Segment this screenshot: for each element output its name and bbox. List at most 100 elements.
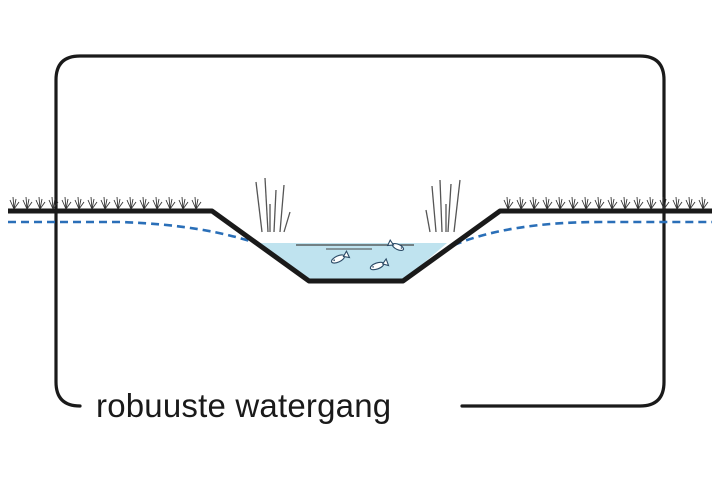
- grass-blade: [685, 199, 691, 210]
- grass-blade: [702, 201, 709, 210]
- water-body: [260, 243, 447, 281]
- grass-blade: [503, 199, 509, 210]
- grass-blade: [701, 196, 704, 210]
- diagram-caption: robuuste watergang: [96, 387, 391, 424]
- grass-blade: [636, 196, 639, 210]
- grass-blade: [581, 199, 587, 210]
- grass-blade: [611, 201, 618, 210]
- grass-blade: [9, 199, 15, 210]
- grass-blade: [35, 199, 41, 210]
- grass-blade: [117, 201, 124, 210]
- grass-blade: [546, 201, 553, 210]
- grass-blade: [598, 198, 602, 210]
- grass-blade: [182, 198, 186, 210]
- grass-blade: [607, 199, 613, 210]
- grass-blade: [48, 199, 54, 210]
- fish-icon: [369, 257, 390, 271]
- grass-blade: [142, 196, 145, 210]
- grass-blade: [91, 201, 98, 210]
- grass-blade: [520, 201, 527, 210]
- grass-blade: [519, 196, 522, 210]
- grass-blade: [663, 201, 670, 210]
- grass-blade: [126, 199, 132, 210]
- grass-blade: [572, 198, 576, 210]
- fish-icon: [386, 238, 405, 252]
- grass-blade: [637, 198, 641, 210]
- grass-blade: [559, 198, 563, 210]
- grass-blade: [78, 201, 85, 210]
- grass-blade: [181, 196, 184, 210]
- grass-blade: [169, 198, 173, 210]
- grass-blade: [52, 198, 56, 210]
- grass-blade: [51, 196, 54, 210]
- grass-blade: [143, 198, 147, 210]
- grass-blade: [26, 198, 30, 210]
- reed-stalk-icon: [425, 179, 461, 233]
- grass-blade: [113, 199, 119, 210]
- grass-blade: [594, 199, 600, 210]
- grass-blade: [78, 198, 82, 210]
- grass-blade: [52, 201, 59, 210]
- grass-blade: [659, 199, 665, 210]
- grass-blade: [77, 196, 80, 210]
- grass-blade: [39, 201, 46, 210]
- grass-blade: [155, 196, 158, 210]
- grass-blade: [26, 201, 33, 210]
- grass-blade: [662, 196, 665, 210]
- grass-blade: [676, 201, 683, 210]
- grass-blade: [672, 199, 678, 210]
- grass-blade: [39, 198, 43, 210]
- grass-blade: [143, 201, 150, 210]
- grass-blade: [61, 199, 67, 210]
- grass-blade: [689, 198, 693, 210]
- grass-blade: [650, 198, 654, 210]
- grass-blade: [152, 199, 158, 210]
- grass-blade: [178, 199, 184, 210]
- grass-blade: [585, 201, 592, 210]
- grass-blade: [545, 196, 548, 210]
- grass-blade: [633, 199, 639, 210]
- grass-blade: [532, 196, 535, 210]
- grass-blade: [637, 201, 644, 210]
- grass-blade: [559, 201, 566, 210]
- grass-blade: [38, 196, 41, 210]
- grass-blade: [568, 199, 574, 210]
- grass-blade: [702, 198, 706, 210]
- grass-blade: [103, 196, 106, 210]
- grass-blade: [584, 196, 587, 210]
- grass-blade: [100, 199, 106, 210]
- grass-blade: [558, 196, 561, 210]
- grass-blade: [533, 201, 540, 210]
- grass-blade: [130, 201, 137, 210]
- grass-blade: [130, 198, 134, 210]
- grass-blade: [156, 201, 163, 210]
- grass-blade: [620, 199, 626, 210]
- grass-blade: [676, 198, 680, 210]
- grass-blade: [542, 199, 548, 210]
- grass-blade: [65, 201, 72, 210]
- grass-blade: [182, 201, 189, 210]
- grass-blade: [25, 196, 28, 210]
- grass-blade: [90, 196, 93, 210]
- grass-blade: [520, 198, 524, 210]
- groundwater-table-line: [453, 220, 712, 247]
- grass-blade: [529, 199, 535, 210]
- grass-blade: [585, 198, 589, 210]
- grass-blade: [195, 198, 199, 210]
- grass-blade: [624, 201, 631, 210]
- grass-blade: [116, 196, 119, 210]
- grass-blade: [624, 198, 628, 210]
- grass-blade: [507, 201, 514, 210]
- grass-blade: [65, 198, 69, 210]
- grass-blade: [572, 201, 579, 210]
- grass-blade: [546, 198, 550, 210]
- grass-blade: [104, 198, 108, 210]
- grass-blade: [516, 199, 522, 210]
- grass-blade: [129, 196, 132, 210]
- grass-blade: [156, 198, 160, 210]
- grass-blade: [191, 199, 197, 210]
- grass-blade: [555, 199, 561, 210]
- grass-blade: [13, 201, 20, 210]
